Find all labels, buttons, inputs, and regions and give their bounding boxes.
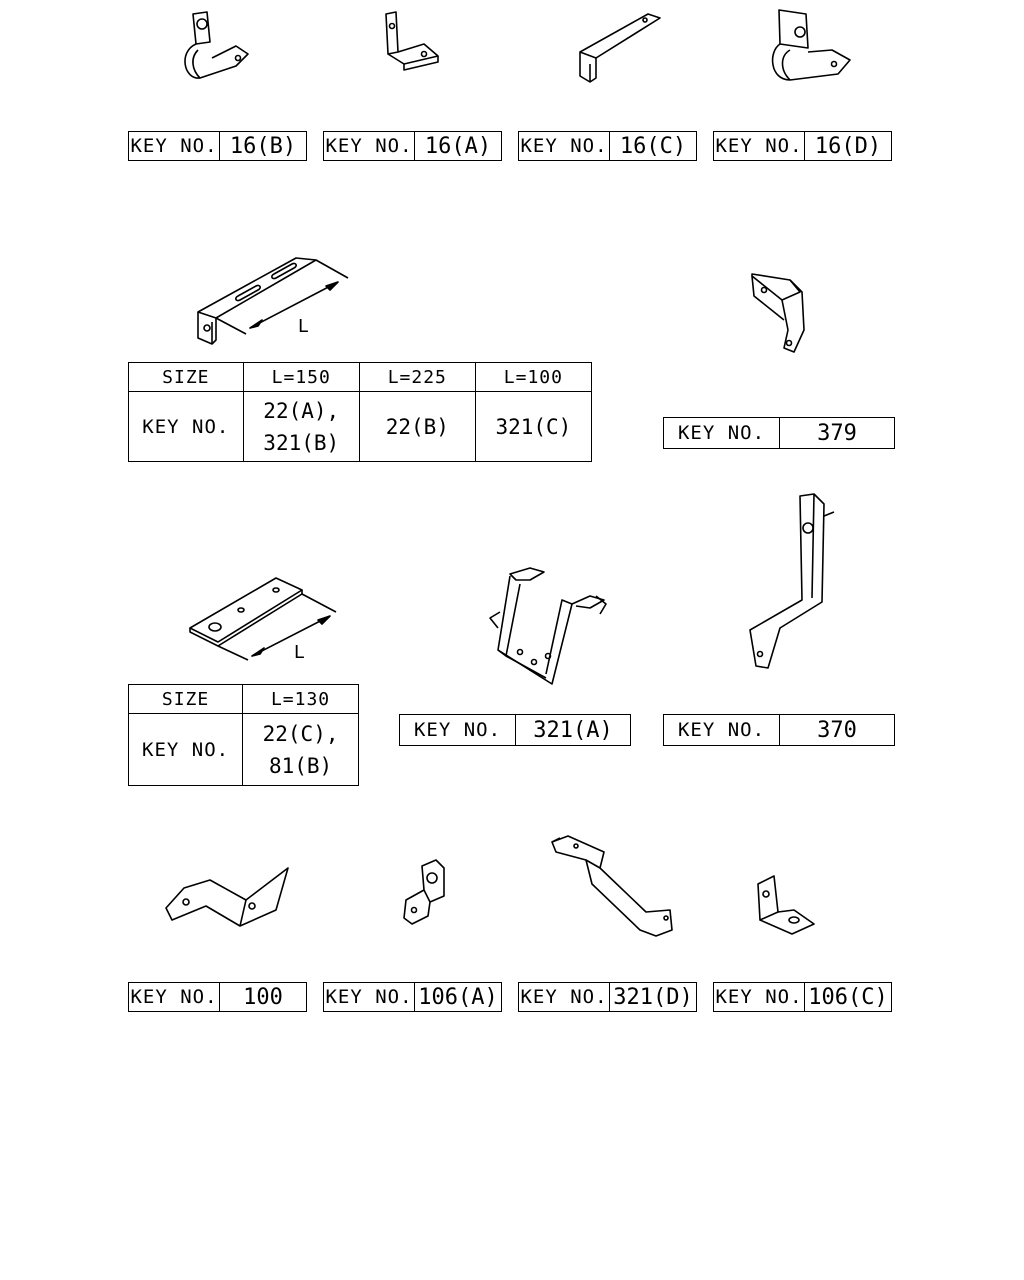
key-value-22b: 22(B) (385, 414, 449, 439)
flat-plate-drawing (189, 577, 337, 661)
key-value-16c: 16(C) (619, 133, 687, 159)
key-value-100: 100 (243, 984, 283, 1010)
key-cell-l130: 22(C), 81(B) (242, 713, 359, 786)
key-label: KEY NO. (714, 983, 805, 1011)
size-l100: L=100 (474, 362, 593, 392)
size-label: SIZE (128, 362, 244, 392)
bracket-321a-drawing (489, 567, 607, 685)
key-value-22a: 22(A), (263, 398, 340, 423)
key-value-321b: 321(B) (263, 430, 340, 455)
key-box-100: KEY NO. 100 (128, 982, 307, 1012)
key-value-321a: 321(A) (533, 717, 613, 743)
key-label: KEY NO. (324, 132, 415, 160)
key-value-106a: 106(A) (418, 984, 498, 1010)
key-label: KEY NO. (400, 715, 516, 745)
key-label: KEY NO. (324, 983, 415, 1011)
key-box-16c: KEY NO. 16(C) (518, 131, 697, 161)
key-label: KEY NO. (714, 132, 805, 160)
key-box-16b: KEY NO. 16(B) (128, 131, 307, 161)
key-value-321d: 321(D) (613, 984, 693, 1010)
dimension-l-1: L (298, 316, 308, 337)
key-label: KEY NO. (664, 715, 780, 745)
size-l225: L=225 (358, 362, 476, 392)
key-value-321c: 321(C) (495, 414, 572, 439)
bracket-16b-drawing (184, 11, 249, 79)
key-value-81b: 81(B) (268, 753, 333, 778)
size-table-2: SIZE L=130 KEY NO. 22(C), 81(B) (127, 684, 359, 786)
size-table-1: SIZE L=150 L=225 L=100 KEY NO. 22(A), 32… (128, 362, 593, 462)
bracket-100-drawing (165, 867, 289, 927)
bracket-321d-drawing (551, 835, 673, 937)
bracket-106c-drawing (757, 875, 815, 935)
key-label: KEY NO. (519, 132, 610, 160)
dimension-l-2: L (294, 642, 304, 663)
key-label: KEY NO. (127, 713, 244, 786)
key-cell-l225: 22(B) (358, 391, 476, 462)
key-value-106c: 106(C) (808, 984, 888, 1010)
key-box-16a: KEY NO. 16(A) (323, 131, 502, 161)
bracket-106a-drawing (403, 859, 445, 925)
key-label: KEY NO. (128, 391, 244, 462)
key-box-370: KEY NO. 370 (663, 714, 895, 746)
key-value-379: 379 (817, 420, 857, 446)
bracket-16c-drawing (579, 13, 661, 83)
key-label: KEY NO. (664, 418, 780, 448)
bracket-16a-drawing (385, 11, 439, 71)
key-box-16d: KEY NO. 16(D) (713, 131, 892, 161)
bracket-379-drawing (751, 273, 805, 353)
bracket-370-drawing (749, 493, 835, 669)
key-cell-l100: 321(C) (474, 391, 593, 462)
key-label: KEY NO. (129, 983, 220, 1011)
key-box-379: KEY NO. 379 (663, 417, 895, 449)
size-l130: L=130 (242, 684, 359, 714)
key-label: KEY NO. (519, 983, 610, 1011)
key-box-321d: KEY NO. 321(D) (518, 982, 697, 1012)
key-value-16b: 16(B) (229, 133, 297, 159)
key-value-16d: 16(D) (814, 133, 882, 159)
bracket-16d-drawing (771, 9, 851, 81)
slotted-bracket-drawing (197, 257, 349, 345)
key-box-106a: KEY NO. 106(A) (323, 982, 502, 1012)
key-value-16a: 16(A) (424, 133, 492, 159)
key-cell-l150: 22(A), 321(B) (242, 391, 360, 462)
size-label: SIZE (127, 684, 244, 714)
key-value-22c: 22(C), (262, 721, 339, 746)
size-l150: L=150 (242, 362, 360, 392)
key-box-321a: KEY NO. 321(A) (399, 714, 631, 746)
key-value-370: 370 (817, 717, 857, 743)
key-label: KEY NO. (129, 132, 220, 160)
key-box-106c: KEY NO. 106(C) (713, 982, 892, 1012)
